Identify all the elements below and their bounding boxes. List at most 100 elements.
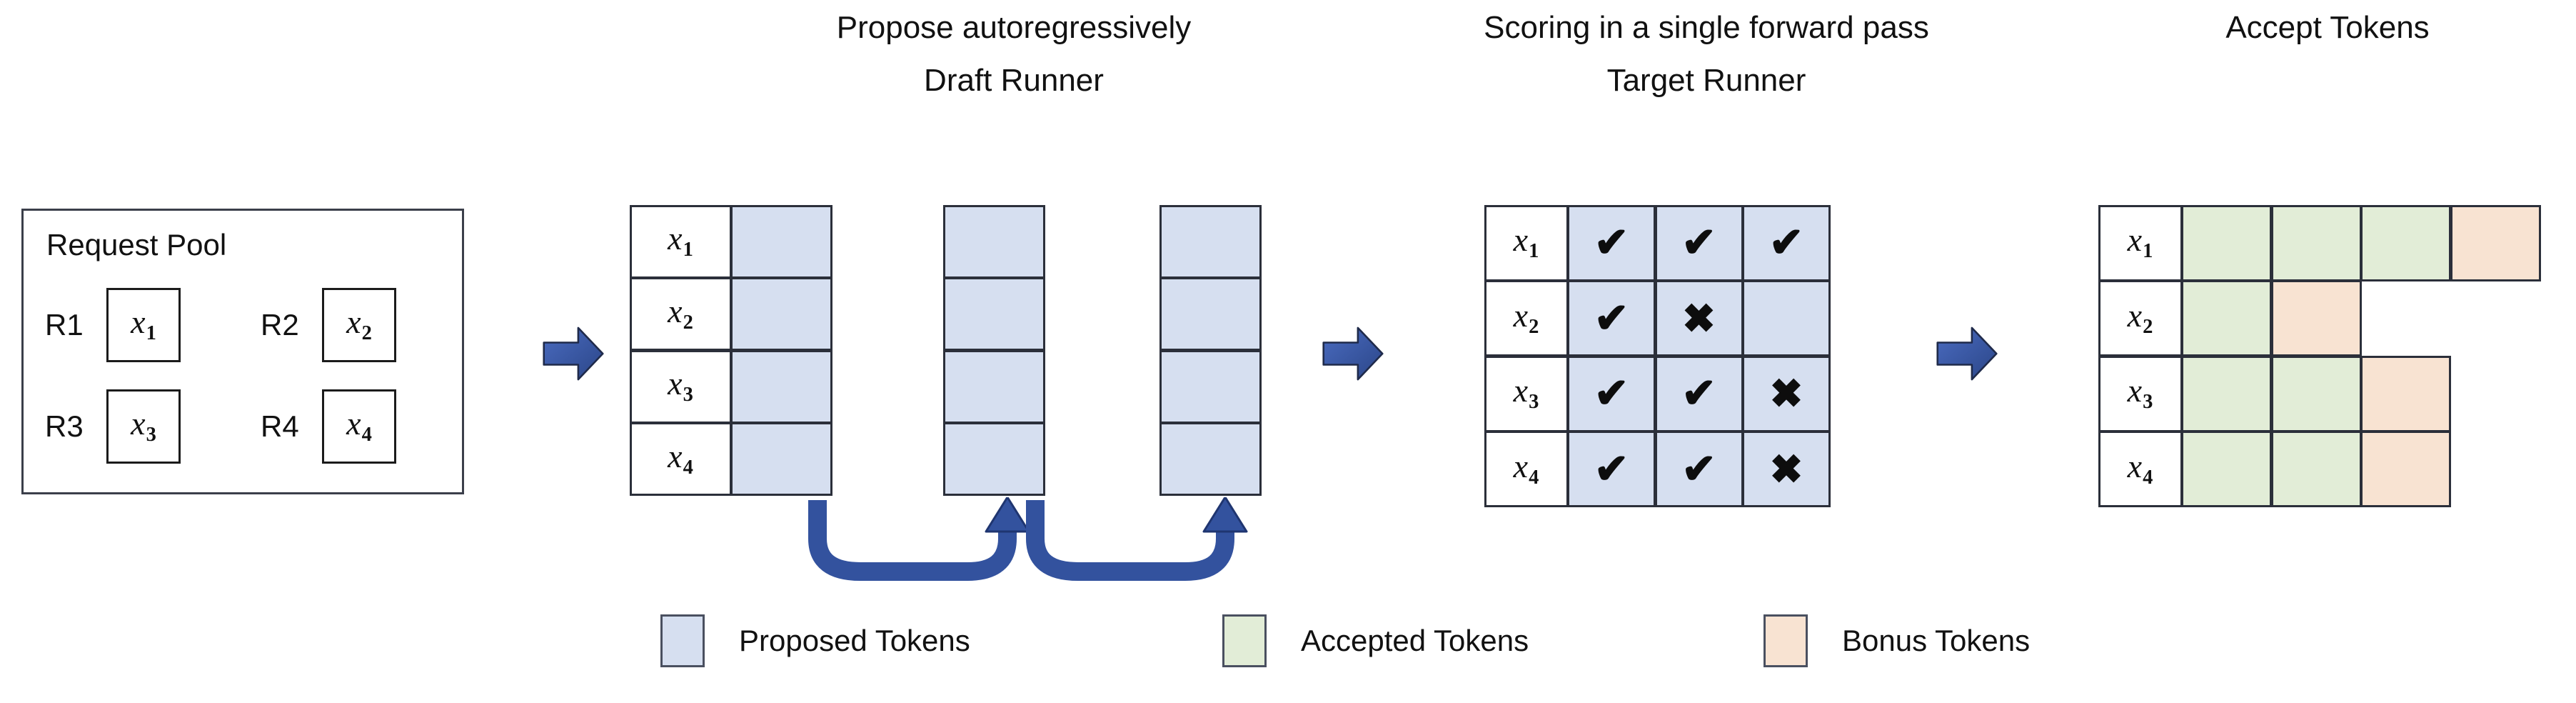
draft-cell-r4-c1[interactable]	[730, 422, 832, 496]
target-cell-x2-c2[interactable]: ✖	[1654, 280, 1744, 357]
target-cell-x4-c3[interactable]: ✖	[1742, 431, 1831, 507]
request-row-r2: R2 x2	[261, 288, 396, 362]
draft-cell-r3-c1[interactable]	[730, 349, 832, 424]
target-runner-grid: x1 ✔ ✔ ✔ x2 ✔ ✖ x	[1484, 204, 1831, 507]
draft-row-label-x1: x1	[629, 204, 732, 279]
accept-row-label-x2: x2	[2098, 280, 2183, 357]
accept-cell-x3-c2[interactable]	[2270, 355, 2362, 432]
target-cell-x2-c3[interactable]	[1742, 280, 1831, 357]
target-cell-x3-c1[interactable]: ✔	[1567, 355, 1656, 432]
accept-row-x3: x3	[2098, 355, 2541, 432]
request-token-box-r4: x4	[322, 389, 396, 464]
target-cell-x1-c3[interactable]: ✔	[1742, 204, 1831, 281]
target-cell-x4-c1[interactable]: ✔	[1567, 431, 1656, 507]
target-cell-x3-c2[interactable]: ✔	[1654, 355, 1744, 432]
accept-tokens-grid: x1 x2 x3 x4	[2098, 204, 2541, 507]
target-cell-x1-c2[interactable]: ✔	[1654, 204, 1744, 281]
target-row-x1: x1 ✔ ✔ ✔	[1484, 204, 1831, 281]
accept-cell-x1-c2[interactable]	[2270, 204, 2362, 281]
accept-cell-x1-c3[interactable]	[2360, 204, 2451, 281]
accept-cell-x3-c1[interactable]	[2181, 355, 2272, 432]
request-row-r1: R1 x1	[45, 288, 181, 362]
request-pool-title: Request Pool	[46, 228, 227, 261]
draft-cell-r4-c3[interactable]	[1159, 422, 1262, 496]
flow-arrow-pool-to-draft	[543, 323, 604, 384]
request-row-r3: R3 x3	[45, 389, 181, 464]
accept-cell-x2-c1[interactable]	[2181, 280, 2272, 357]
legend-item-bonus-tokens: Bonus Tokens	[1764, 614, 2030, 667]
accept-row-label-x4: x4	[2098, 431, 2183, 507]
header-accept-tokens: Accept Tokens	[2225, 10, 2430, 45]
token-x2: x2	[346, 304, 372, 345]
accept-cell-x4-c1[interactable]	[2181, 431, 2272, 507]
cross-icon: ✖	[1769, 371, 1803, 416]
target-row-x4: x4 ✔ ✔ ✖	[1484, 431, 1831, 507]
legend-label-bonus: Bonus Tokens	[1842, 624, 2031, 657]
accept-row-x4: x4	[2098, 431, 2541, 507]
accept-cell-x1-c4-bonus[interactable]	[2450, 204, 2541, 281]
target-row-label-x3: x3	[1484, 355, 1569, 432]
check-icon: ✔	[1681, 445, 1716, 492]
draft-cell-r2-c3[interactable]	[1159, 277, 1262, 351]
target-row-label-x1: x1	[1484, 204, 1569, 281]
accept-cell-x3-c3-bonus[interactable]	[2360, 355, 2451, 432]
flow-arrow-draft-to-target	[1322, 323, 1384, 384]
check-icon: ✔	[1594, 294, 1629, 341]
draft-cell-r3-c3[interactable]	[1159, 349, 1262, 424]
legend: Proposed Tokens Accepted Tokens Bonus To…	[0, 612, 2576, 676]
request-token-box-r1: x1	[106, 288, 181, 362]
draft-runner-grid-column-1: x1 x2 x3 x4	[629, 204, 832, 496]
target-cell-x4-c2[interactable]: ✔	[1654, 431, 1744, 507]
draft-cell-r1-c1[interactable]	[730, 204, 832, 279]
request-label-r3: R3	[45, 409, 84, 443]
draft-cell-r2-c1[interactable]	[730, 277, 832, 351]
target-cell-x3-c3[interactable]: ✖	[1742, 355, 1831, 432]
legend-label-accepted: Accepted Tokens	[1301, 624, 1529, 657]
check-icon: ✔	[1681, 370, 1716, 417]
accept-cell-x4-c3-bonus[interactable]	[2360, 431, 2451, 507]
loop-arrow-2	[1014, 496, 1249, 594]
check-icon: ✔	[1769, 219, 1804, 266]
draft-cell-r3-c2[interactable]	[942, 349, 1045, 424]
accept-row-x1: x1	[2098, 204, 2541, 281]
draft-row-3: x3	[629, 349, 832, 424]
draft-row-label-x3: x3	[629, 349, 732, 424]
accept-cell-x4-c4-empty	[2450, 431, 2541, 507]
accept-cell-x4-c2[interactable]	[2270, 431, 2362, 507]
header-draft-runner: Draft Runner	[924, 63, 1104, 98]
check-icon: ✔	[1594, 370, 1629, 417]
draft-row-4: x4	[629, 422, 832, 496]
accept-cell-x2-c3-empty	[2360, 280, 2451, 357]
target-row-x3: x3 ✔ ✔ ✖	[1484, 355, 1831, 432]
draft-row-label-x4: x4	[629, 422, 732, 496]
legend-swatch-bonus	[1764, 614, 1808, 667]
accept-cell-x1-c1[interactable]	[2181, 204, 2272, 281]
flow-arrow-target-to-accept	[1936, 323, 1998, 384]
draft-row-2: x2	[629, 277, 832, 351]
target-cell-x1-c1[interactable]: ✔	[1567, 204, 1656, 281]
draft-row-label-x2: x2	[629, 277, 732, 351]
draft-runner-grid-column-2	[942, 204, 1045, 496]
legend-item-proposed-tokens: Proposed Tokens	[660, 614, 970, 667]
draft-cell-r1-c3[interactable]	[1159, 204, 1262, 279]
check-icon: ✔	[1594, 219, 1629, 266]
check-icon: ✔	[1681, 219, 1716, 266]
header-scoring-single-forward-pass: Scoring in a single forward pass	[1484, 10, 1929, 45]
legend-swatch-proposed	[660, 614, 705, 667]
target-row-label-x4: x4	[1484, 431, 1569, 507]
accept-cell-x2-c4-empty	[2450, 280, 2541, 357]
draft-cell-r4-c2[interactable]	[942, 422, 1045, 496]
request-label-r4: R4	[261, 409, 299, 443]
accept-row-label-x3: x3	[2098, 355, 2183, 432]
accept-row-x2: x2	[2098, 280, 2541, 357]
target-cell-x2-c1[interactable]: ✔	[1567, 280, 1656, 357]
draft-cell-r1-c2[interactable]	[942, 204, 1045, 279]
token-x4: x4	[346, 405, 372, 447]
legend-label-proposed: Proposed Tokens	[739, 624, 970, 657]
loop-arrow-1	[796, 496, 1032, 594]
request-token-box-r2: x2	[322, 288, 396, 362]
request-label-r1: R1	[45, 308, 84, 341]
accept-row-label-x1: x1	[2098, 204, 2183, 281]
accept-cell-x2-c2-bonus[interactable]	[2270, 280, 2362, 357]
draft-cell-r2-c2[interactable]	[942, 277, 1045, 351]
